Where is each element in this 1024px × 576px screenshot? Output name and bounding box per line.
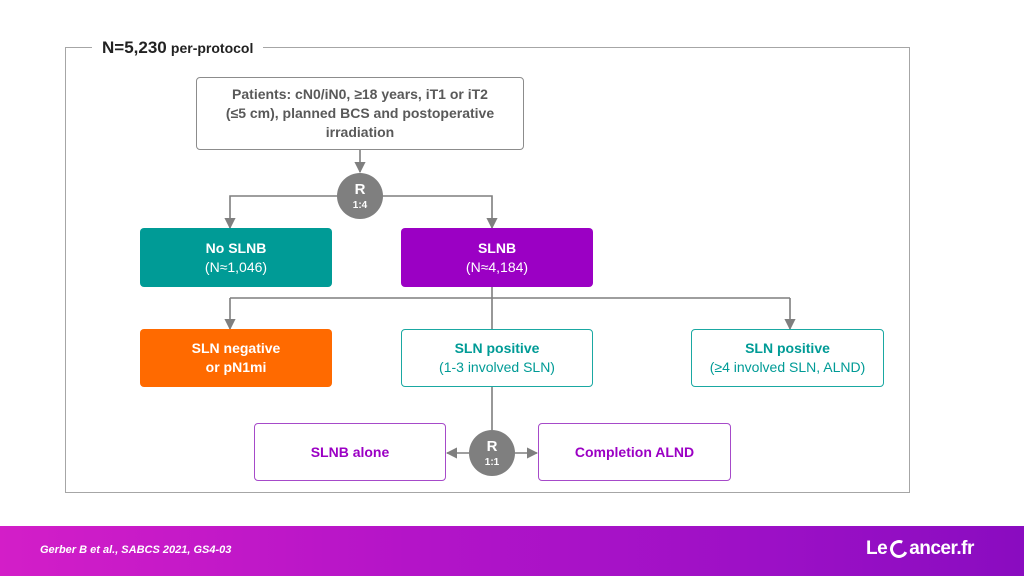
sln-negative-line-2: or pN1mi <box>205 359 267 375</box>
randomization-node-2: R 1:1 <box>469 430 515 476</box>
sln-positive-1-3-detail: (1-3 involved SLN) <box>439 359 555 375</box>
randomization-1-label: R <box>355 181 366 198</box>
sln-negative-box: SLN negative or pN1mi <box>140 329 332 387</box>
slnb-arm-box: SLNB (N≈4,184) <box>401 228 593 287</box>
per-protocol-label: per-protocol <box>170 40 254 56</box>
no-slnb-title: No SLNB <box>205 239 267 256</box>
connector-r1-to-no-slnb <box>224 195 338 230</box>
logo-c-icon <box>887 537 911 561</box>
citation: Gerber B et al., SABCS 2021, GS4-03 <box>40 544 232 556</box>
footer-bar: Gerber B et al., SABCS 2021, GS4-03 Le a… <box>0 526 1024 576</box>
randomization-2-ratio: 1:1 <box>485 457 500 468</box>
logo-text-right: ancer.fr <box>909 538 974 559</box>
slnb-alone-title: SLNB alone <box>310 443 390 460</box>
lecancer-logo[interactable]: Le ancer.fr <box>866 537 974 561</box>
frame-title: N=5,230 per-protocol <box>92 38 264 59</box>
trial-frame <box>65 47 910 493</box>
randomization-2-label: R <box>487 438 498 455</box>
logo-text-left: Le <box>866 538 888 559</box>
sln-positive-4-title: SLN positive <box>745 340 830 356</box>
slnb-alone-box: SLNB alone <box>254 423 446 481</box>
randomization-node-1: R 1:4 <box>337 173 383 219</box>
slnb-count: (N≈4,184) <box>465 258 529 275</box>
eligibility-line-2: (≤5 cm), planned BCS and postoperative <box>225 105 495 121</box>
sln-negative-line-1: SLN negative <box>191 340 281 356</box>
completion-alnd-box: Completion ALND <box>538 423 731 481</box>
sln-positive-1-3-box: SLN positive (1-3 involved SLN) <box>401 329 593 387</box>
connector-r1-to-slnb <box>382 195 498 230</box>
randomization-1-ratio: 1:4 <box>353 200 368 211</box>
completion-alnd-title: Completion ALND <box>574 443 695 460</box>
slnb-title: SLNB <box>477 239 517 256</box>
eligibility-box: Patients: cN0/iN0, ≥18 years, iT1 or iT2… <box>196 77 524 150</box>
eligibility-line-3: irradiation <box>325 124 395 140</box>
sln-positive-4-box: SLN positive (≥4 involved SLN, ALND) <box>691 329 884 387</box>
no-slnb-arm-box: No SLNB (N≈1,046) <box>140 228 332 287</box>
total-count: N=5,230 <box>102 38 167 57</box>
sln-positive-4-detail: (≥4 involved SLN, ALND) <box>709 359 866 375</box>
sln-positive-1-3-title: SLN positive <box>454 340 540 356</box>
no-slnb-count: (N≈1,046) <box>204 258 268 275</box>
eligibility-line-1: Patients: cN0/iN0, ≥18 years, iT1 or iT2 <box>232 86 488 102</box>
